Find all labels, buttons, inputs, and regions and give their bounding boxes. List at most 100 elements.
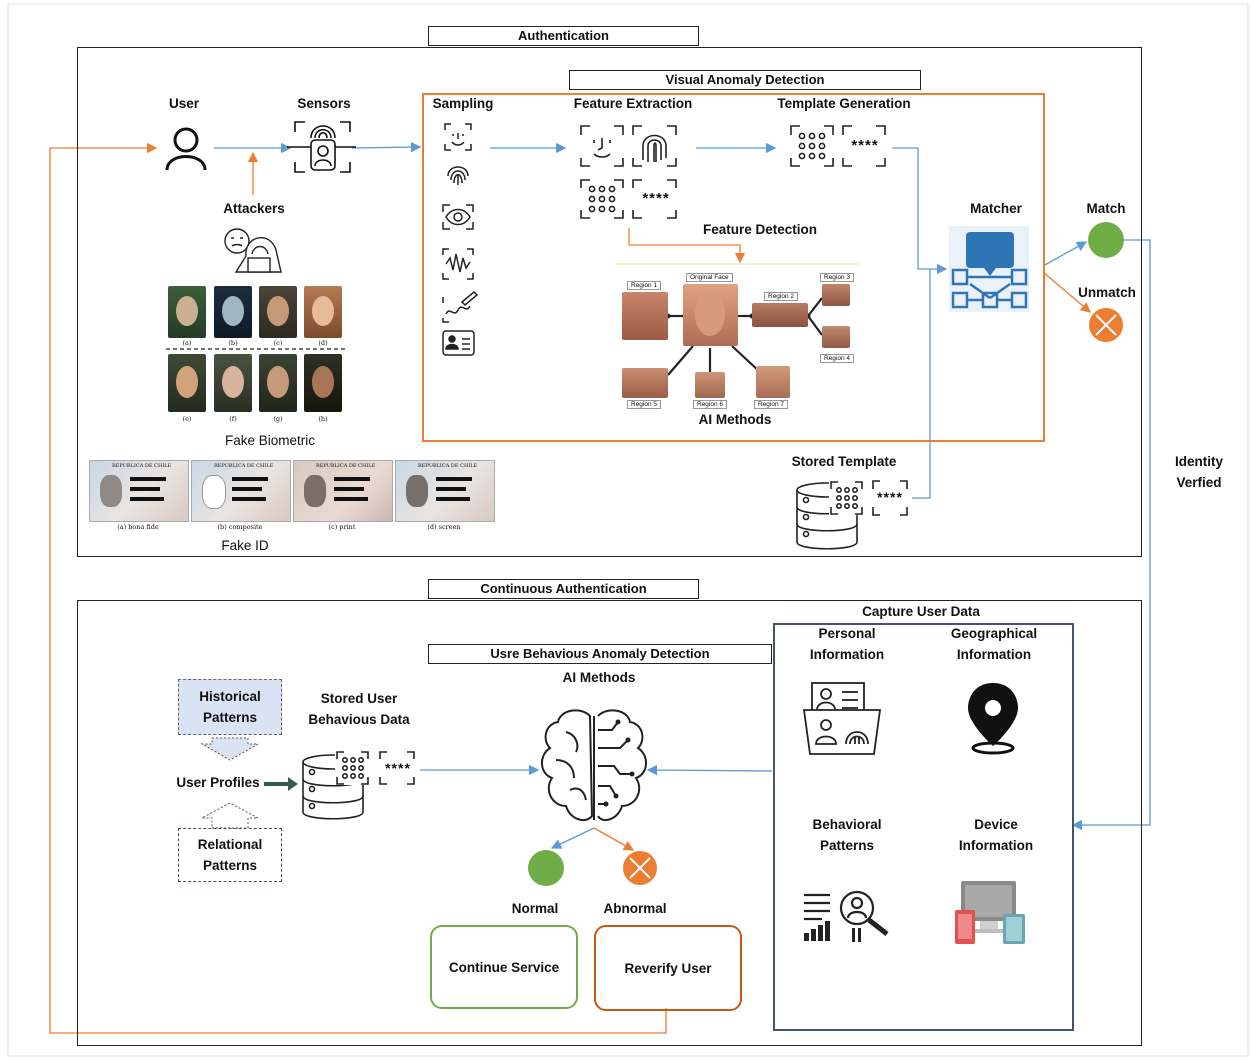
fake-id-card: REPUBLICA DE CHILE (395, 460, 495, 522)
historical-patterns-box: Historical Patterns (178, 679, 282, 735)
face-region-image (695, 372, 725, 398)
feature-detection-label: Feature Detection (702, 222, 818, 237)
face-caption: (e) (182, 415, 192, 423)
abnormal-label: Abnormal (603, 901, 667, 916)
face-caption: (f) (229, 415, 237, 423)
location-pin-icon (968, 683, 1018, 755)
historical-arrow (200, 737, 260, 761)
devices-icon (955, 881, 1025, 944)
signature-icon (442, 290, 479, 323)
face-scan-icon (444, 123, 472, 151)
id-caption: (a) bona fide (117, 523, 159, 531)
fingerprint-sensor-icon (287, 121, 356, 173)
pin-template-icon (842, 125, 886, 167)
pin-stars: **** (385, 760, 411, 776)
match-label: Match (1086, 201, 1126, 216)
pin-stars: **** (877, 489, 903, 505)
id-caption: (c) print (328, 523, 356, 531)
behaviour-anomaly-title: Usre Behavious Anomaly Detection (428, 644, 772, 664)
normal-label: Normal (511, 901, 559, 916)
database-icon (796, 480, 908, 550)
original-face-image (683, 284, 738, 346)
authentication-title: Authentication (428, 26, 699, 46)
reverify-user-button[interactable]: Reverify User (594, 925, 742, 1011)
hacker-icon (224, 228, 282, 273)
face-feature-icon (580, 125, 624, 167)
brain-ai-icon (541, 709, 647, 822)
ai-methods-label: AI Methods (698, 412, 772, 427)
normal-circle (528, 850, 564, 886)
id-card-icon (442, 330, 475, 356)
face-region-image (622, 368, 668, 398)
region-label: Region 3 (820, 273, 855, 282)
ai-methods-label: AI Methods (562, 670, 636, 685)
region-label: Region 2 (764, 292, 799, 301)
relational-patterns-box: Relational Patterns (178, 828, 282, 882)
user-profiles-label: User Profiles (176, 775, 260, 790)
user-icon (165, 127, 207, 171)
fingerprint-icon (447, 166, 469, 185)
abnormal-circle (623, 851, 657, 885)
sampling-label: Sampling (432, 96, 494, 111)
matcher-icon (949, 226, 1029, 312)
behavioral-patterns-label: Behavioral Patterns (812, 817, 882, 853)
eye-scan-icon (442, 204, 474, 230)
unmatch-circle (1089, 308, 1123, 342)
fake-id-label: Fake ID (221, 538, 269, 553)
fake-face-photo (214, 286, 252, 338)
relational-arrow (201, 802, 259, 829)
fake-id-card: REPUBLICA DE CHILE (293, 460, 393, 522)
region-label: Region 1 (627, 281, 662, 290)
template-generation-label: Template Generation (777, 96, 911, 111)
id-caption: (d) screen (427, 523, 461, 531)
face-caption: (d) (318, 339, 328, 347)
continuous-auth-frame (77, 600, 1142, 1046)
pin-stars: **** (851, 137, 879, 154)
face-region-image (756, 366, 790, 398)
region-label: Region 7 (754, 400, 789, 409)
personal-info-label: Personal Information (809, 626, 885, 662)
feature-extraction-label: Feature Extraction (573, 96, 693, 111)
capture-user-data-title: Capture User Data (862, 604, 980, 619)
fake-face-photo (214, 354, 252, 412)
identity-verified-label: Identity Verfied (1174, 454, 1223, 490)
fake-biometric-label: Fake Biometric (224, 433, 316, 448)
user-label: User (168, 96, 200, 111)
pin-template-icon (632, 179, 677, 219)
stored-behaviour-label: Stored User Behavious Data (308, 691, 410, 727)
region-label: Region 6 (693, 400, 728, 409)
fake-face-photo (168, 286, 206, 338)
fake-face-photo (304, 286, 342, 338)
visual-anomaly-frame (422, 93, 1045, 442)
fake-face-photo (259, 354, 297, 412)
face-region-image (752, 303, 808, 327)
face-region-image (622, 292, 668, 340)
sensors-label: Sensors (297, 96, 351, 111)
continuous-auth-title: Continuous Authentication (428, 579, 699, 599)
behavior-analysis-icon (804, 890, 889, 936)
matcher-label: Matcher (970, 201, 1022, 216)
personal-info-icon (802, 682, 882, 755)
unmatch-label: Unmatch (1078, 285, 1136, 300)
fingerprint-feature-icon (632, 125, 677, 167)
attackers-label: Attackers (223, 201, 285, 216)
capture-user-data-frame (773, 623, 1074, 1031)
face-caption: (a) (182, 339, 192, 347)
fake-face-photo (304, 354, 342, 412)
id-caption: (b) composite (217, 523, 263, 531)
continue-service-button[interactable]: Continue Service (430, 925, 578, 1009)
fake-face-photo (168, 354, 206, 412)
dots-template-icon (790, 125, 834, 167)
authentication-frame (77, 47, 1142, 557)
pin-stars: **** (642, 190, 670, 207)
fake-id-card: REPUBLICA DE CHILE (191, 460, 291, 522)
visual-anomaly-title: Visual Anomaly Detection (569, 70, 921, 90)
voice-wave-icon (442, 248, 474, 280)
face-region-image (822, 326, 850, 348)
dots-template-icon (580, 179, 624, 219)
region-label: Region 5 (627, 400, 662, 409)
database-icon (302, 751, 415, 820)
fake-id-card: REPUBLICA DE CHILE (89, 460, 189, 522)
stored-template-label: Stored Template (791, 454, 897, 469)
